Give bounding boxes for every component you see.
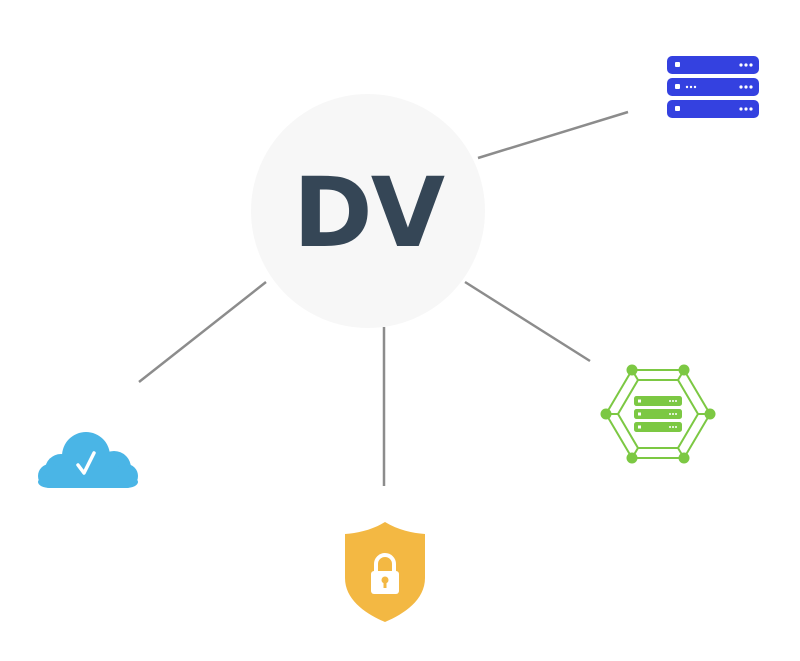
cloud-check-icon (34, 430, 142, 492)
shield-lock-icon (342, 520, 428, 624)
server-rack-icon (665, 54, 761, 122)
network-server-icon (598, 362, 720, 468)
hub-label: DV (293, 157, 445, 269)
connector-hub-cloud (138, 281, 267, 383)
connector-hub-network (464, 280, 591, 363)
hub-node: DV (251, 94, 485, 328)
connector-hub-server (477, 110, 629, 160)
